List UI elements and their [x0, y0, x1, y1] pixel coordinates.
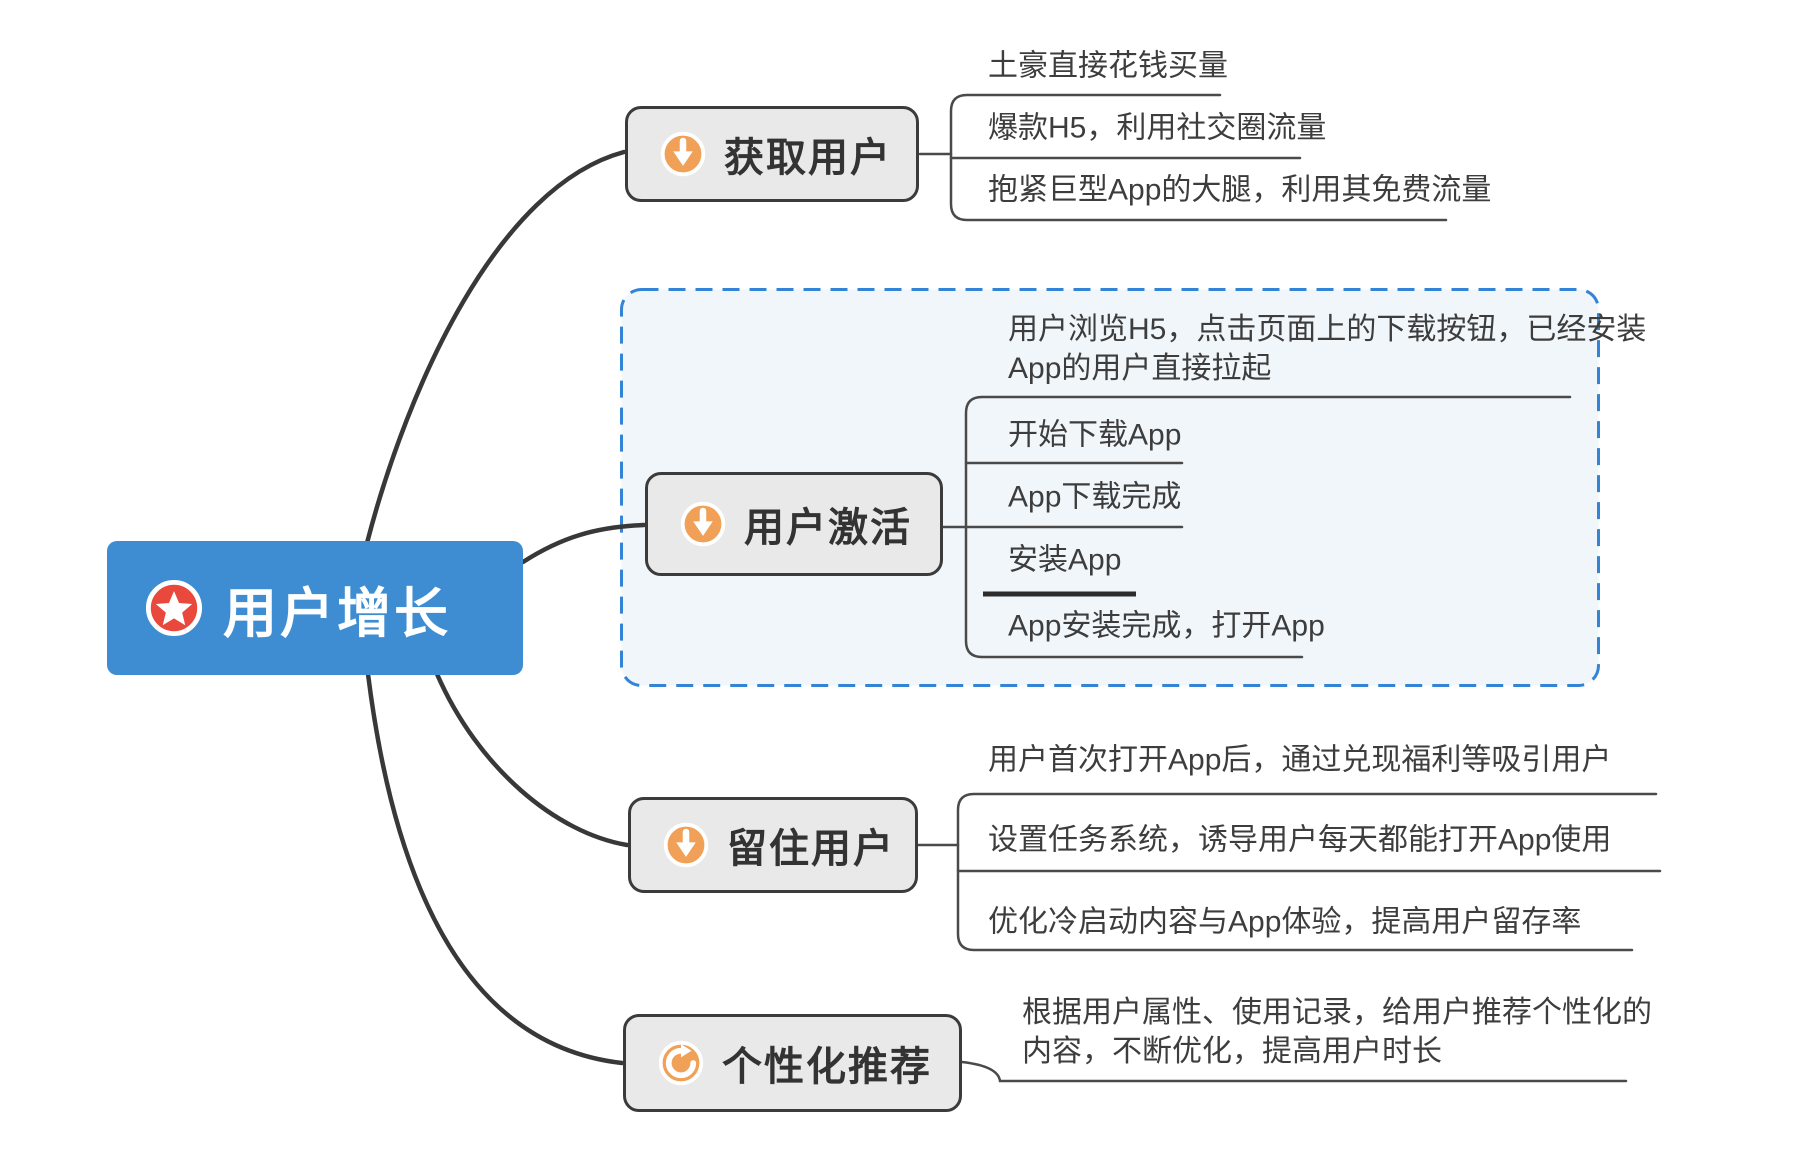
leaf-topic[interactable]: App安装完成，打开App: [1008, 609, 1325, 643]
branch-topic-user-activation[interactable]: 用户激活: [645, 472, 943, 576]
root-topic-label: 用户增长: [223, 583, 451, 644]
leaf-topic[interactable]: 用户浏览H5，点击页面上的下载按钮，已经安装App的用户直接拉起: [1008, 313, 1647, 385]
underline-branch-4-leaf-1: [960, 1060, 1628, 1083]
connector-root-to-branch-1: [364, 149, 627, 546]
leaf-topic[interactable]: 爆款H5，利用社交圈流量: [988, 111, 1327, 145]
leaf-topic[interactable]: 用户首次打开App后，通过兑现福利等吸引用户: [988, 743, 1612, 777]
download-arrow-icon: [663, 822, 709, 868]
connector-root-to-branch-4: [365, 671, 625, 1066]
branch-topic-label: 留住用户: [727, 827, 895, 871]
branch-topic-personalized-recommendation[interactable]: 个性化推荐: [623, 1014, 962, 1112]
group-boundary-box: [620, 288, 1600, 687]
leaf-topic[interactable]: App下载完成: [1008, 480, 1182, 514]
leaf-topic[interactable]: 抱紧巨型App的大腿，利用其免费流量: [988, 173, 1492, 207]
leaf-topic[interactable]: 优化冷启动内容与App体验，提高用户留存率: [988, 905, 1582, 939]
leaf-topic[interactable]: 设置任务系统，诱导用户每天都能打开App使用: [988, 823, 1612, 857]
connector-root-to-branch-3: [434, 671, 630, 848]
leaf-topic[interactable]: 安装App: [1008, 543, 1122, 577]
root-topic-user-growth[interactable]: 用户增长: [107, 541, 523, 675]
branch-topic-retain-users[interactable]: 留住用户: [628, 797, 918, 893]
branch-topic-label: 用户激活: [744, 506, 912, 550]
download-arrow-icon: [660, 131, 706, 177]
branch-topic-acquire-users[interactable]: 获取用户: [625, 106, 919, 202]
download-arrow-icon: [680, 501, 726, 547]
refresh-icon: [658, 1040, 704, 1086]
connector-root-to-branch-2: [520, 522, 647, 565]
leaf-topic[interactable]: 土豪直接花钱买量: [988, 49, 1228, 83]
leaf-topic[interactable]: 根据用户属性、使用记录，给用户推荐个性化的内容，不断优化，提高用户时长: [1022, 996, 1652, 1068]
leaf-topic[interactable]: 开始下载App: [1008, 418, 1182, 452]
branch-topic-label: 获取用户: [724, 136, 892, 180]
star-icon: [145, 579, 203, 637]
branch-topic-label: 个性化推荐: [722, 1045, 932, 1089]
